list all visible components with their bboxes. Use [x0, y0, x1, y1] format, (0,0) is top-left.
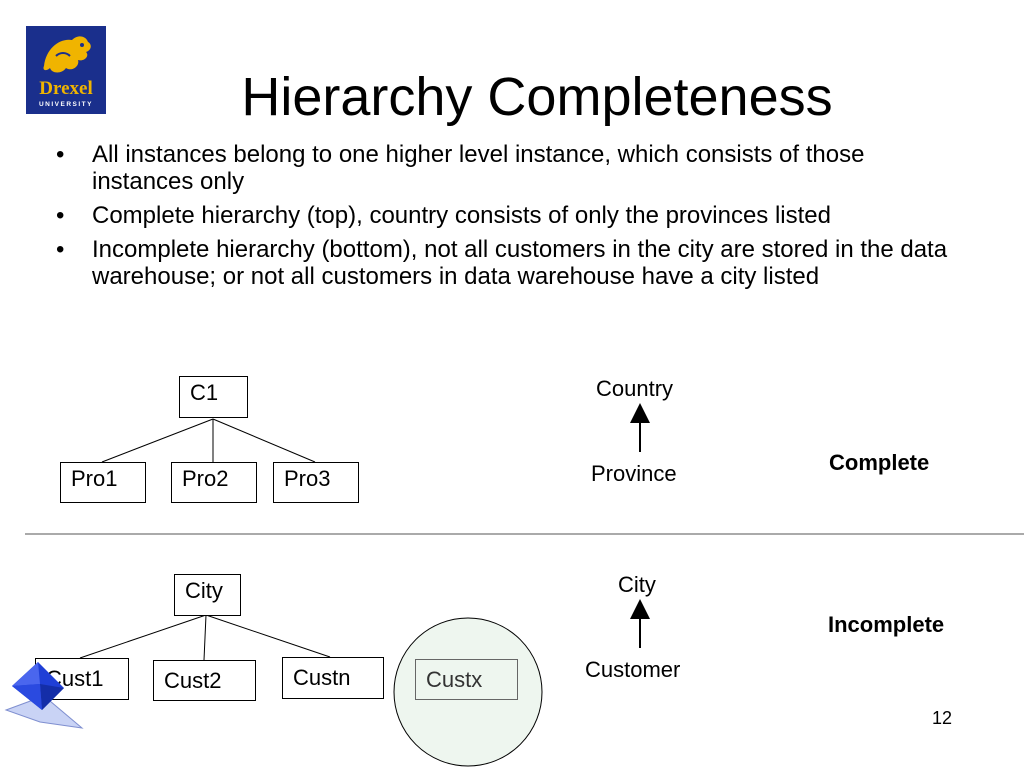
incomplete-label: Incomplete	[828, 612, 945, 637]
node-custn: Custn	[282, 657, 384, 699]
node-pro3: Pro3	[273, 462, 359, 503]
node-custx: Custx	[415, 659, 518, 700]
node-pro1: Pro1	[60, 462, 146, 503]
drexel-logo: Drexel UNIVERSITY	[26, 26, 106, 114]
tree-edge	[212, 418, 316, 463]
node-cust2: Cust2	[153, 660, 256, 701]
tree-edge	[79, 614, 207, 659]
tree-edge	[101, 418, 214, 463]
bullet-item: • Incomplete hierarchy (bottom), not all …	[52, 236, 952, 290]
level-lower-label: Customer	[585, 657, 681, 682]
bullet-list: • All instances belong to one higher leve…	[52, 141, 952, 297]
level-upper-label: City	[618, 572, 656, 597]
bullet-symbol: •	[56, 202, 65, 229]
level-lower-label: Province	[591, 461, 677, 486]
slide-title: Hierarchy Completeness	[241, 67, 833, 127]
bullet-symbol: •	[56, 141, 65, 168]
bullet-symbol: •	[56, 236, 65, 263]
node-city: City	[174, 574, 241, 616]
bullet-item: • All instances belong to one higher leve…	[52, 141, 952, 195]
node-c1: C1	[179, 376, 248, 418]
level-upper-label: Country	[596, 376, 674, 401]
page-number: 12	[932, 708, 953, 728]
bullet-text: All instances belong to one higher level…	[92, 141, 865, 195]
tree-edge	[205, 614, 331, 658]
gem-icon	[4, 654, 84, 736]
tree-edge	[203, 614, 207, 661]
bullet-text: Incomplete hierarchy (bottom), not all c…	[92, 236, 948, 290]
bullet-text: Complete hierarchy (top), country consis…	[92, 202, 831, 229]
complete-label: Complete	[829, 450, 930, 475]
logo-wordmark: Drexel	[39, 78, 92, 99]
node-pro2: Pro2	[171, 462, 257, 503]
logo-subtext: UNIVERSITY	[39, 101, 93, 108]
bullet-item: • Complete hierarchy (top), country consi…	[52, 202, 952, 229]
